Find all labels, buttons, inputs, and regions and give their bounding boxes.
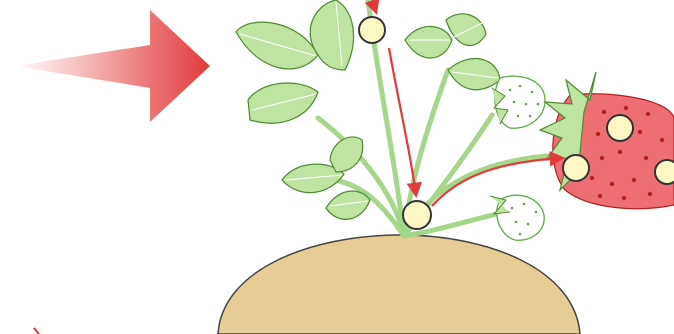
ripe-strawberry <box>540 72 674 209</box>
soil-mound <box>218 235 580 334</box>
unripe-berry-lower <box>490 195 544 240</box>
leaf-cluster-top-right <box>405 14 500 90</box>
flow-arrow-top-stub <box>372 0 376 12</box>
berry-node-top <box>607 115 633 141</box>
crown-node <box>403 201 431 229</box>
berry-node-right <box>655 160 674 184</box>
unripe-berry-upper <box>492 76 545 128</box>
incoming-light-arrow <box>15 10 210 122</box>
leaf-node <box>359 17 385 43</box>
red-tick-mark <box>34 328 39 334</box>
berry-node-left <box>563 155 589 181</box>
